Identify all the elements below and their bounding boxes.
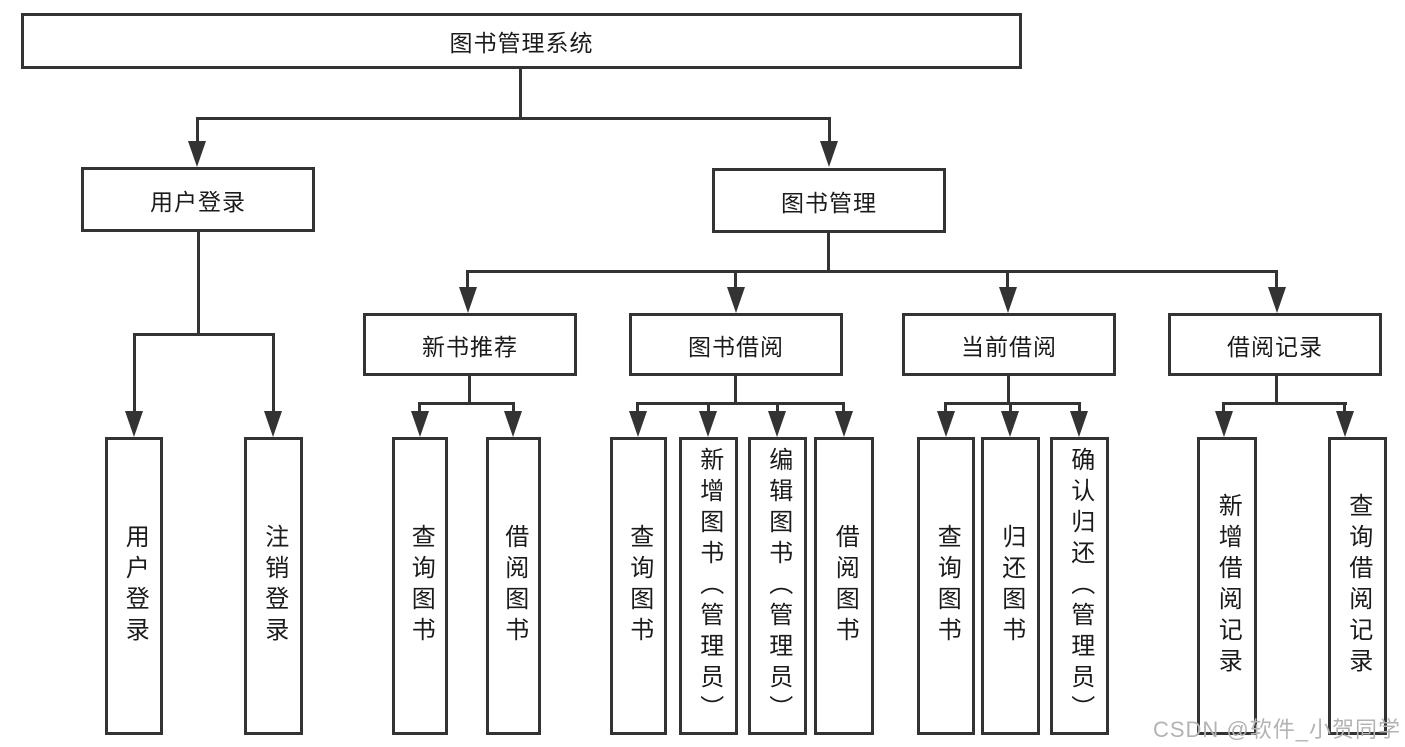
leaf-logout-login: 注销登录 [244, 437, 303, 735]
arrow-down-icon [937, 411, 955, 437]
leaf-label: 查询图书 [407, 524, 435, 648]
connector-rail [1223, 402, 1347, 405]
connector-level2-rail [196, 117, 831, 120]
connector-drop [1009, 402, 1012, 413]
connector-trunk [468, 376, 471, 405]
leaf-query-books-recommend: 查询图书 [392, 437, 448, 735]
node-user-login: 用户登录 [81, 167, 315, 232]
node-new-books: 新书推荐 [363, 313, 577, 376]
connector-drop [636, 402, 639, 413]
leaf-label: 新增借阅记录 [1214, 493, 1242, 679]
arrow-down-icon [1215, 411, 1233, 437]
connector-drop [1222, 402, 1225, 413]
leaf-label: 新增图书（管理员） [695, 446, 723, 726]
leaf-label: 用户登录 [121, 524, 149, 648]
leaf-label: 编辑图书（管理员） [764, 446, 792, 726]
node-book-mgmt: 图书管理 [712, 168, 946, 233]
connector-drop [196, 117, 199, 145]
arrow-down-icon [768, 411, 786, 437]
connector-root-trunk [519, 67, 522, 119]
connector-drop [1275, 270, 1278, 290]
leaf-add-books-admin: 新增图书（管理员） [679, 437, 738, 735]
connector-drop [272, 333, 275, 413]
arrow-down-icon [1070, 411, 1088, 437]
node-label: 新书推荐 [422, 333, 518, 360]
arrow-down-icon [1336, 411, 1354, 437]
arrow-down-icon [125, 411, 143, 437]
connector-mgmt-trunk [827, 233, 830, 273]
arrow-down-icon [820, 141, 838, 167]
leaf-label: 查询图书 [933, 524, 961, 648]
connector-user-rail [133, 333, 275, 336]
arrow-down-icon [188, 141, 206, 167]
node-borrow-records: 借阅记录 [1168, 313, 1382, 376]
leaf-user-login: 用户登录 [105, 437, 163, 735]
arrow-down-icon [264, 411, 282, 437]
arrow-down-icon [999, 287, 1017, 313]
leaf-return-books: 归还图书 [981, 437, 1040, 735]
csdn-watermark: CSDN @软件_小贺同学 [1152, 717, 1401, 742]
node-book-borrow: 图书借阅 [629, 313, 843, 376]
arrow-down-icon [629, 411, 647, 437]
node-label: 图书借阅 [688, 333, 784, 360]
leaf-label: 借阅图书 [500, 524, 528, 648]
node-label: 借阅记录 [1227, 333, 1323, 360]
connector-drop [418, 402, 421, 413]
leaf-borrow-books: 借阅图书 [814, 437, 874, 735]
arrow-down-icon [1001, 411, 1019, 437]
leaf-query-borrow-record: 查询借阅记录 [1328, 437, 1387, 735]
arrow-down-icon [727, 287, 745, 313]
connector-trunk [1007, 376, 1010, 405]
node-library-system: 图书管理系统 [21, 13, 1022, 69]
leaf-borrow-books-recommend: 借阅图书 [486, 437, 541, 735]
node-label: 图书管理 [781, 189, 877, 216]
connector-drop [734, 270, 737, 290]
connector-trunk [734, 376, 737, 405]
leaf-label: 确认归还（管理员） [1066, 446, 1094, 726]
connector-drop [944, 402, 947, 413]
arrow-down-icon [411, 411, 429, 437]
leaf-edit-books-admin: 编辑图书（管理员） [748, 437, 807, 735]
node-label: 当前借阅 [961, 333, 1057, 360]
connector-level3-rail [468, 270, 1277, 273]
connector-drop [707, 402, 710, 413]
arrow-down-icon [459, 287, 477, 313]
arrow-down-icon [699, 411, 717, 437]
arrow-down-icon [504, 411, 522, 437]
node-current-borrow: 当前借阅 [902, 313, 1116, 376]
connector-user-trunk [197, 232, 200, 336]
leaf-label: 查询借阅记录 [1344, 493, 1372, 679]
connector-drop [828, 117, 831, 145]
leaf-add-borrow-record: 新增借阅记录 [1197, 437, 1257, 735]
connector-rail [945, 402, 1081, 405]
arrow-down-icon [835, 411, 853, 437]
connector-drop [1343, 402, 1346, 413]
connector-drop [133, 333, 136, 413]
connector-rail [420, 402, 515, 405]
leaf-label: 查询图书 [625, 524, 653, 648]
leaf-query-books-current: 查询图书 [917, 437, 975, 735]
connector-trunk [1275, 376, 1278, 405]
connector-drop [1078, 402, 1081, 413]
connector-drop [1006, 270, 1009, 290]
node-label: 图书管理系统 [449, 30, 594, 56]
leaf-confirm-return-admin: 确认归还（管理员） [1050, 437, 1109, 735]
node-label: 用户登录 [150, 188, 246, 215]
leaf-label: 归还图书 [997, 524, 1025, 648]
leaf-label: 注销登录 [260, 524, 288, 648]
connector-rail [637, 402, 845, 405]
arrow-down-icon [1268, 287, 1286, 313]
leaf-label: 借阅图书 [831, 524, 859, 648]
connector-drop [512, 402, 515, 413]
connector-drop [842, 402, 845, 413]
connector-drop [466, 270, 469, 290]
leaf-query-books-borrow: 查询图书 [610, 437, 667, 735]
connector-drop [776, 402, 779, 413]
